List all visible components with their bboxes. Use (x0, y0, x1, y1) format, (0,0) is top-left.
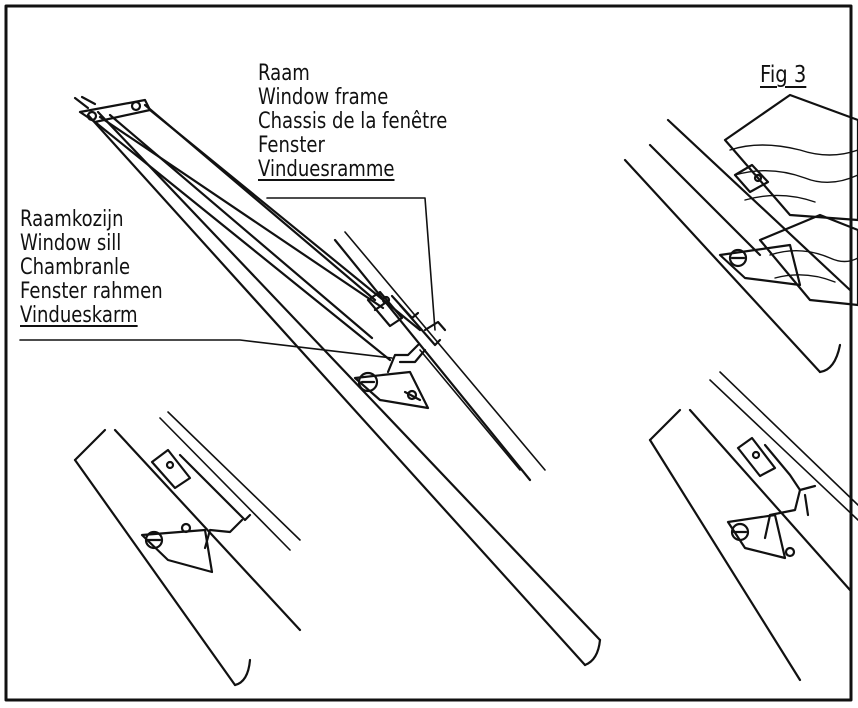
window-frame-leader (266, 197, 436, 331)
detail-bracket-left (73, 411, 302, 687)
window-frame-labels: Raam Window frame Chassis de la fenêtre … (258, 62, 447, 182)
label-vinduesramme: Vinduesramme (258, 157, 395, 182)
upper-clamp (366, 290, 447, 347)
label-chassis: Chassis de la fenêtre (258, 109, 448, 134)
label-fenster: Fenster (258, 133, 325, 158)
frame-rails (333, 231, 546, 482)
figure-title: Fig 3 (760, 62, 807, 88)
label-window-frame: Window frame (258, 85, 389, 110)
label-chambranle: Chambranle (20, 255, 131, 280)
support-arm (86, 103, 602, 667)
detail-timber-mount (623, 93, 858, 374)
pivot-bracket (353, 343, 430, 410)
page-border (4, 4, 853, 702)
label-vindueskarm: Vindueskarm (20, 303, 138, 328)
detail-bracket-right (648, 371, 858, 682)
window-sill-labels: Raamkozijn Window sill Chambranle Fenste… (20, 208, 163, 328)
label-raamkozijn: Raamkozijn (20, 207, 124, 232)
label-raam: Raam (258, 61, 310, 86)
main-assembly (19, 95, 602, 667)
label-window-sill: Window sill (20, 231, 122, 256)
label-fenster-rahmen: Fenster rahmen (20, 279, 163, 304)
window-sill-leader (19, 339, 393, 359)
